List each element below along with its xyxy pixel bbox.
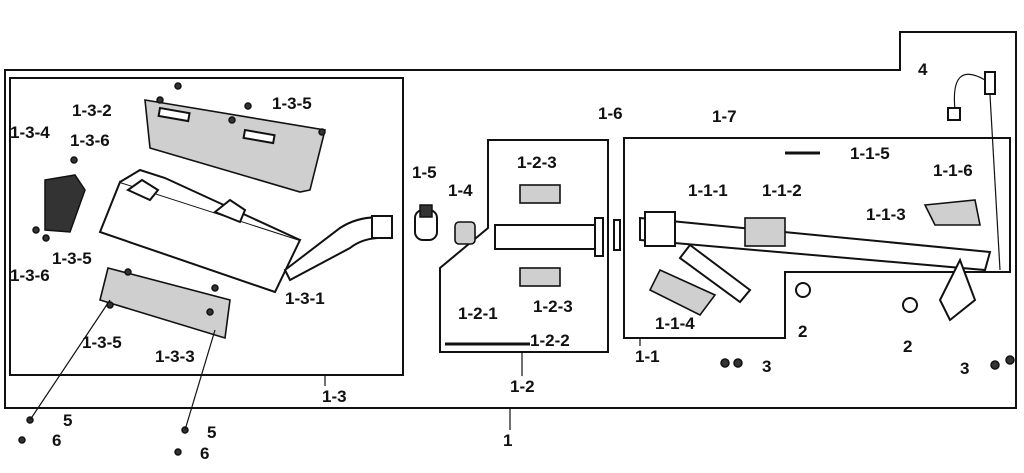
label-3: 3	[762, 357, 771, 376]
bolts	[18, 82, 326, 456]
label-1-3-5: 1-3-5	[82, 333, 122, 352]
assembly-1-3-frame	[9, 77, 404, 376]
label-1-1-3: 1-1-3	[866, 205, 906, 224]
label-1-1-1: 1-1-1	[688, 181, 728, 200]
assembly-1-2-frame	[439, 139, 609, 353]
label-5: 5	[63, 411, 72, 430]
label-3: 3	[960, 359, 969, 378]
heat-shield-lower	[99, 267, 231, 340]
label-1: 1	[503, 431, 512, 450]
label-2: 2	[903, 337, 912, 356]
label-1-6: 1-6	[598, 104, 623, 123]
label-2: 2	[798, 322, 807, 341]
mid-pipe	[445, 184, 604, 346]
clamp	[414, 204, 438, 241]
label-1-2-1: 1-2-1	[458, 304, 498, 323]
label-1-1-4: 1-1-4	[655, 314, 695, 333]
label-1-3-6: 1-3-6	[70, 131, 110, 150]
label-1-3-5: 1-3-5	[52, 249, 92, 268]
label-1-2: 1-2	[510, 377, 535, 396]
label-4: 4	[918, 60, 928, 79]
label-1-3-4: 1-3-4	[10, 123, 50, 142]
label-1-3-1: 1-3-1	[285, 289, 325, 308]
label-5: 5	[207, 423, 216, 442]
label-1-7: 1-7	[712, 107, 737, 126]
label-1-2-3: 1-2-3	[517, 153, 557, 172]
label-1-1-6: 1-1-6	[933, 161, 973, 180]
muffler-body	[98, 168, 393, 294]
header-pipe	[639, 71, 1015, 370]
label-1-1: 1-1	[635, 347, 660, 366]
label-1-3-6: 1-3-6	[10, 266, 50, 285]
label-1-5: 1-5	[412, 163, 437, 182]
end-cap	[44, 174, 86, 233]
label-6: 6	[200, 444, 209, 463]
label-1-2-2: 1-2-2	[530, 331, 570, 350]
label-1-1-2: 1-1-2	[762, 181, 802, 200]
gasket	[454, 221, 476, 245]
assembly-1-1-frame	[623, 137, 1011, 339]
label-1-3-5: 1-3-5	[272, 94, 312, 113]
callout-labels: 4 1-3-2 1-3-5 1-3-4 1-3-6 1-3-5 1-3-6 1-…	[10, 60, 973, 463]
flange-gasket	[613, 219, 621, 251]
heat-shield-upper	[144, 99, 326, 193]
label-6: 6	[52, 431, 61, 450]
label-1-3-2: 1-3-2	[72, 101, 112, 120]
label-1-2-3: 1-2-3	[533, 297, 573, 316]
label-1-1-5: 1-1-5	[850, 144, 890, 163]
assembly-1-frame	[4, 31, 1017, 409]
label-1-4: 1-4	[448, 181, 473, 200]
label-1-3: 1-3	[322, 387, 347, 406]
label-1-3-3: 1-3-3	[155, 347, 195, 366]
